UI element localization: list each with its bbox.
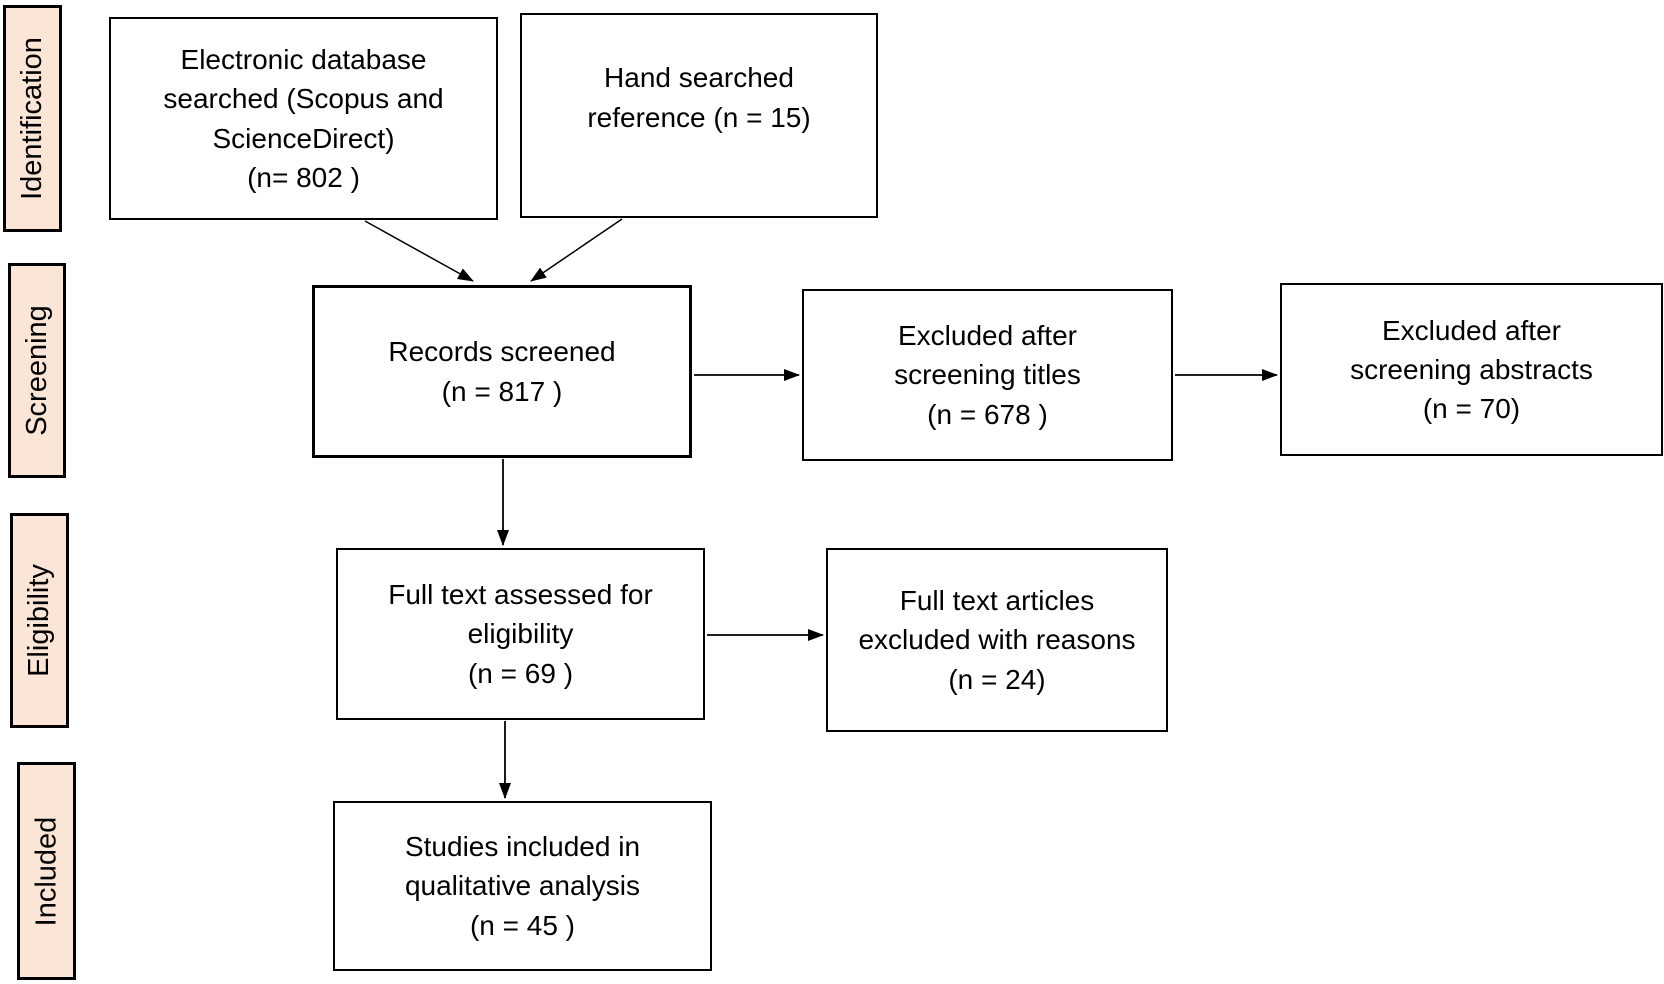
node-hand-searched-reference: Hand searched reference (n = 15) [520, 13, 878, 218]
stage-label-text: Eligibility [23, 564, 56, 677]
stage-label-screening: Screening [8, 263, 66, 478]
stage-label-text: Identification [16, 37, 49, 200]
arrow-electronic-to-records [364, 220, 474, 282]
stage-label-identification: Identification [3, 5, 62, 232]
node-full-text-articles-excluded: Full text articles excluded with reasons… [826, 548, 1168, 732]
arrow-hand-to-records [530, 218, 623, 282]
stage-label-eligibility: Eligibility [10, 513, 69, 728]
stage-label-included: Included [17, 762, 76, 980]
node-records-screened: Records screened (n = 817 ) [312, 285, 692, 458]
node-electronic-database-searched: Electronic database searched (Scopus and… [109, 17, 498, 220]
node-excluded-after-screening-abstracts: Excluded after screening abstracts (n = … [1280, 283, 1663, 456]
stage-label-text: Included [30, 816, 62, 926]
node-full-text-assessed-for-eligibility: Full text assessed for eligibility (n = … [336, 548, 705, 720]
node-studies-included-qualitative-analysis: Studies included in qualitative analysis… [333, 801, 712, 971]
node-excluded-after-screening-titles: Excluded after screening titles (n = 678… [802, 289, 1173, 461]
stage-label-text: Screening [20, 305, 53, 436]
